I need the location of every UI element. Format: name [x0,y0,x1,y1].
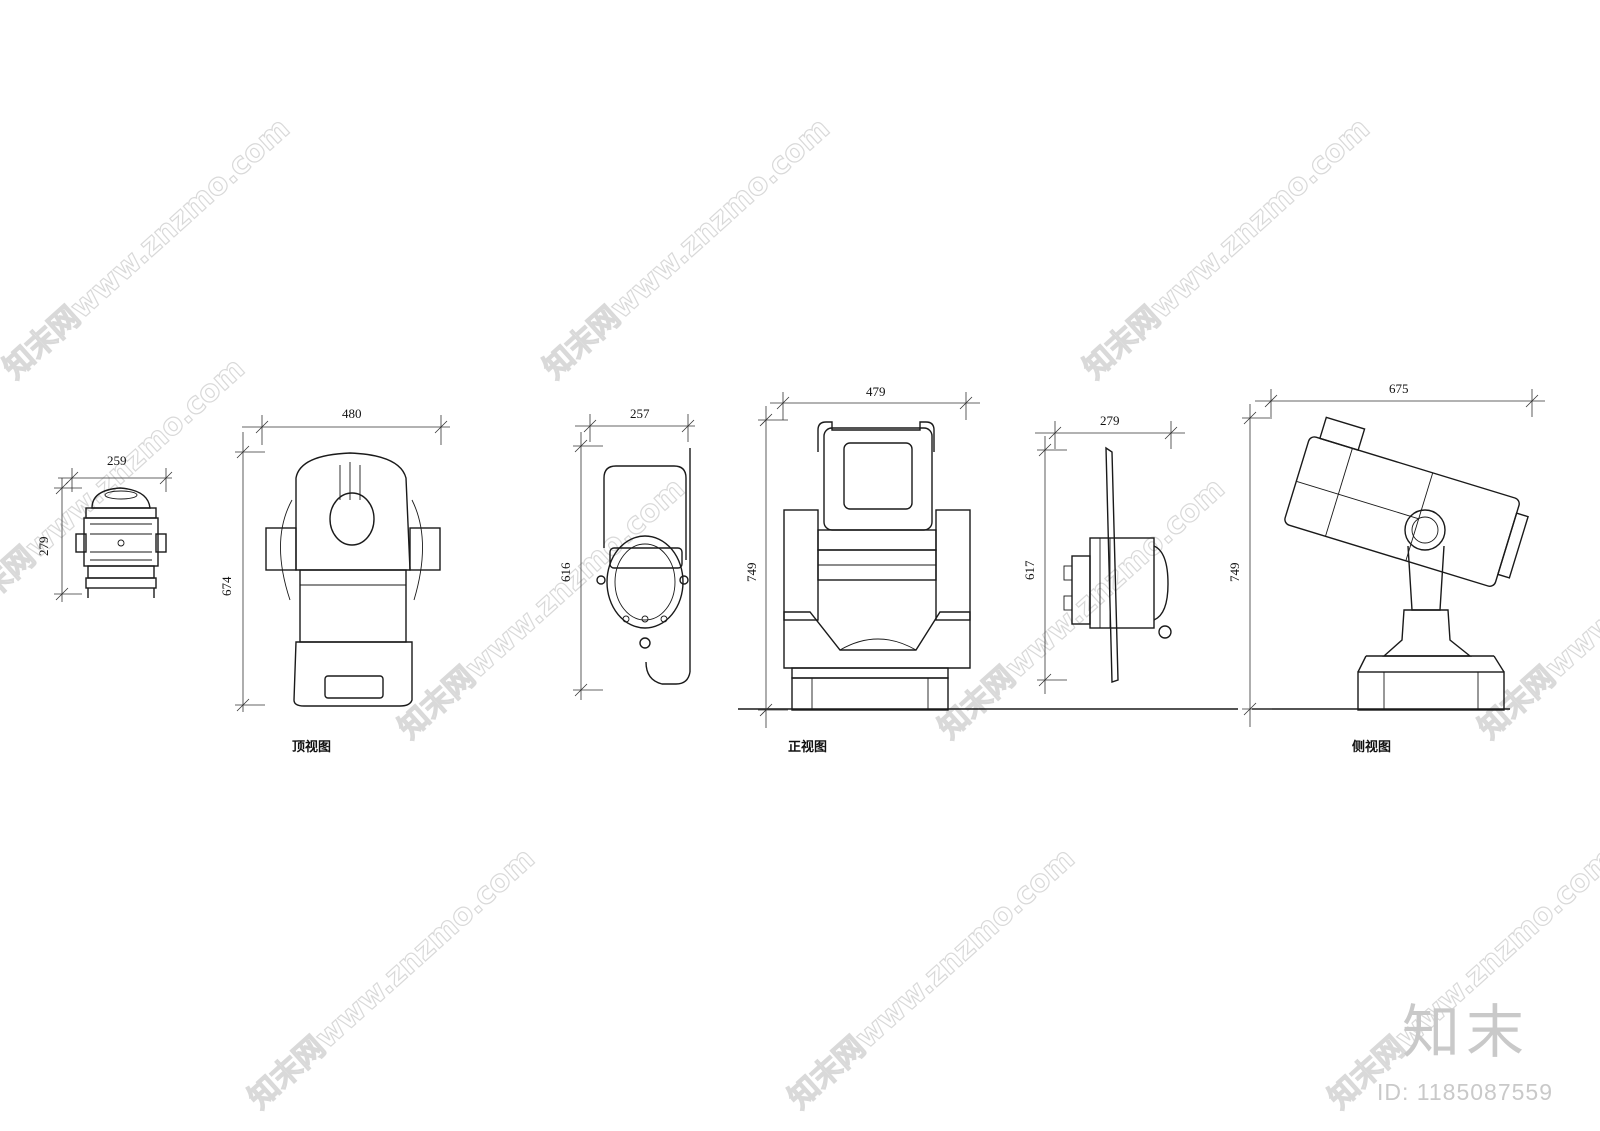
dimension-height: 749 [1227,563,1242,583]
watermark-text: 知末网www.znzmo.com [242,841,542,1116]
dimension-width: 479 [866,384,886,399]
watermark-text: 知末网www.znzmo.com [1322,841,1600,1116]
view-label-top: 顶视图 [292,739,331,755]
lamp-view-5: 279 617 [1022,413,1185,694]
lamp-view-3: 257 616 [558,406,695,700]
dimension-width: 257 [630,406,650,421]
dimension-width: 675 [1389,381,1409,396]
watermark-text: 知末网www.znzmo.com [537,111,837,386]
watermark-text: 知末网www.znzmo.com [782,841,1082,1116]
dimension-width: 259 [107,453,127,468]
watermark-layer: 知末网www.znzmo.com 知末网www.znzmo.com 知末网www… [0,111,1600,1117]
lamp-view-1: 259 279 [36,453,173,602]
dimension-height: 279 [36,537,51,557]
dimension-height: 616 [558,562,573,582]
dimension-width: 279 [1100,413,1120,428]
dimension-height: 617 [1022,560,1037,580]
watermark-text: 知末网www.znzmo.com [392,471,692,746]
dimension-height: 674 [219,576,234,596]
lamp-view-4-front: 479 749 [744,384,980,728]
watermark-text: 知末网www.znzmo.com [1077,111,1377,386]
lamp-view-2-top: 480 674 [219,406,450,712]
brand-logo: 知末 [1402,998,1530,1066]
dimension-width: 480 [342,406,362,421]
watermark-text: 知末网www.znzmo.com [1472,471,1600,746]
lamp-view-6-side: 675 749 [1227,381,1545,727]
view-label-front: 正视图 [788,739,827,755]
image-id-label: ID: 1185087559 [1377,1079,1553,1105]
view-label-side: 侧视图 [1352,739,1391,755]
watermark-text: 知末网www.znzmo.com [932,471,1232,746]
dimension-height: 749 [744,563,759,583]
watermark-text: 知末网www.znzmo.com [0,111,297,386]
